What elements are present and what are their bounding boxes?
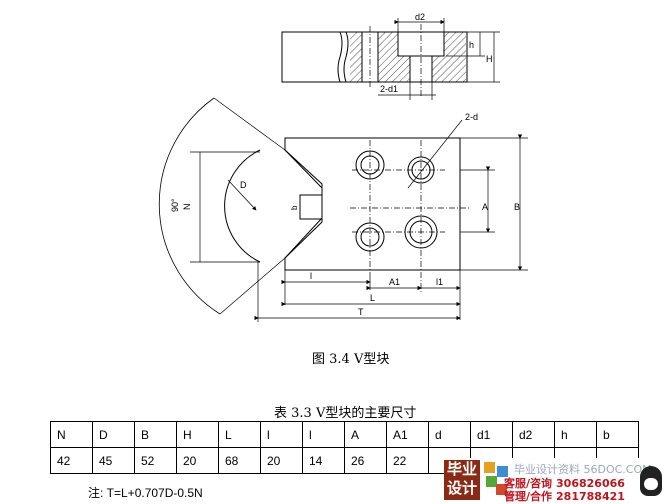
watermark-contact-number: 306826066: [556, 477, 625, 490]
table-header-row: N D B H L l l A A1 d d1 d2 h b: [50, 421, 639, 448]
header-cell: H: [176, 421, 219, 448]
value-cell: 20: [176, 447, 219, 474]
watermark-admin-number: 281788421: [556, 490, 625, 503]
header-cell: d: [428, 421, 471, 448]
label-main-l: l: [310, 271, 312, 281]
value-cell: 14: [302, 447, 345, 474]
header-cell: D: [92, 421, 135, 448]
header-cell: l: [302, 421, 345, 448]
value-cell: 45: [92, 447, 135, 474]
label-main-l1: l1: [436, 277, 443, 287]
header-cell: d1: [470, 421, 513, 448]
figure-caption: 图 3.4 V型块: [312, 352, 390, 367]
colored-blocks-icon: [484, 462, 510, 498]
label-main-A1: A1: [389, 277, 400, 287]
label-main-b: b: [290, 205, 299, 210]
label-top-h: h: [469, 40, 474, 50]
label-main-T: T: [358, 307, 364, 317]
v-block-technical-drawing: d2 h H 2-d1: [158, 12, 528, 322]
header-cell: L: [218, 421, 261, 448]
label-main-angle: 90°: [170, 198, 180, 212]
dimensions-table: N D B H L l l A A1 d d1 d2 h b 42 45 52 …: [50, 421, 639, 474]
label-main-N: N: [182, 204, 192, 211]
watermark-logo: 毕业设计: [444, 460, 480, 500]
value-cell: 20: [260, 447, 303, 474]
watermark-admin-label: 管理/合作: [504, 490, 553, 503]
label-main-2d: 2-d: [465, 112, 478, 122]
table-caption: 表 3.3 V型块的主要尺寸: [274, 406, 417, 421]
label-main-D: D: [240, 180, 247, 190]
top-section-view: [281, 18, 500, 100]
header-cell: b: [596, 421, 639, 448]
value-cell: 68: [218, 447, 261, 474]
header-cell: l: [260, 421, 303, 448]
header-cell: A: [344, 421, 387, 448]
value-cell: 22: [386, 447, 429, 474]
qq-penguin-icon: [640, 466, 662, 496]
label-top-d2: d2: [415, 12, 425, 22]
watermark-site-text: 毕业设计资料 56DOC.COM: [514, 463, 652, 476]
value-cell: 42: [50, 447, 93, 474]
label-main-L: L: [370, 293, 375, 303]
header-cell: N: [50, 421, 93, 448]
label-main-A: A: [482, 202, 488, 212]
watermark-contact-label: 客服/咨询: [504, 477, 553, 490]
header-cell: d2: [512, 421, 555, 448]
header-cell: A1: [386, 421, 429, 448]
header-cell: B: [134, 421, 177, 448]
formula-note: 注: T=L+0.707D-0.5N: [88, 486, 203, 500]
label-main-B: B: [514, 202, 520, 212]
header-cell: h: [554, 421, 597, 448]
label-top-2d1: 2-d1: [380, 84, 398, 94]
label-top-H: H: [486, 54, 493, 64]
value-cell: 26: [344, 447, 387, 474]
main-view: [158, 97, 528, 322]
value-cell: 52: [134, 447, 177, 474]
